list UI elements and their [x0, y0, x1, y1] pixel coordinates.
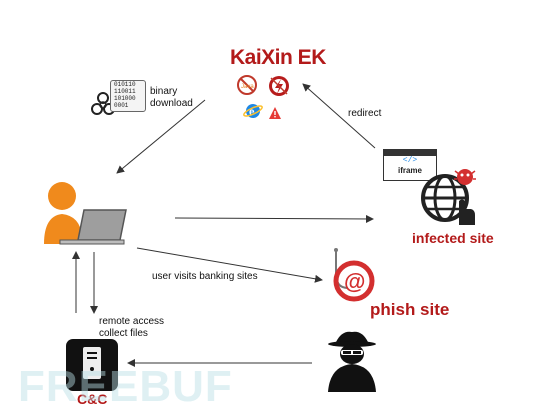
bug-icon [454, 169, 476, 185]
user-laptop-icon [44, 182, 127, 245]
phish-site-label: phish site [370, 300, 450, 319]
user-visits-label: user visits banking sites [152, 271, 258, 282]
flash-icon [269, 76, 289, 96]
binary-file-icon: 010110 110011 101000 0001 [110, 80, 146, 112]
svg-text:@: @ [344, 269, 365, 294]
iframe-window-icon: </> iframe [383, 149, 437, 181]
remote-access-line: remote access [99, 316, 165, 327]
window-titlebar [384, 150, 436, 156]
binary-download-label: binary download [150, 86, 193, 110]
binary-bits-line: 010110 [114, 81, 136, 88]
binary-bits-line: 110011 [114, 88, 136, 95]
download-label-line: download [150, 98, 193, 109]
code-icon: </> [402, 156, 418, 165]
kaixin-ek-title: KaiXin EK [230, 46, 326, 69]
collect-files-line: collect files [99, 328, 148, 339]
internet-explorer-icon: e [243, 104, 263, 118]
infected-site-label: infected site [412, 230, 494, 246]
arrow-user-to-infected [174, 214, 374, 223]
svg-text:Java: Java [241, 84, 254, 90]
warning-icon [269, 107, 281, 119]
cnc-label: C&C [77, 391, 108, 407]
exploit-icons: Java e [237, 75, 289, 119]
freebuf-watermark: FREEBUF [18, 362, 233, 411]
phish-hook-icon: @ [333, 248, 375, 302]
arrow-infected-to-ek [302, 83, 376, 149]
java-icon: Java [237, 75, 257, 95]
cnc-server-icon [66, 339, 118, 391]
arrow-user-to-phish [136, 247, 323, 283]
binary-bits-line: 101000 [114, 95, 136, 102]
iframe-label: iframe [397, 166, 422, 175]
server-tower-shape [83, 347, 101, 379]
binary-label-line: binary [150, 86, 178, 97]
binary-bits-line: 0001 [114, 102, 129, 109]
remote-access-label: remote access collect files [99, 316, 164, 340]
arrow-ek-to-user [116, 99, 206, 174]
hacker-icon [328, 331, 376, 392]
redirect-label: redirect [348, 108, 382, 119]
infected-globe-icon [421, 174, 475, 225]
svg-text:e: e [249, 107, 255, 118]
